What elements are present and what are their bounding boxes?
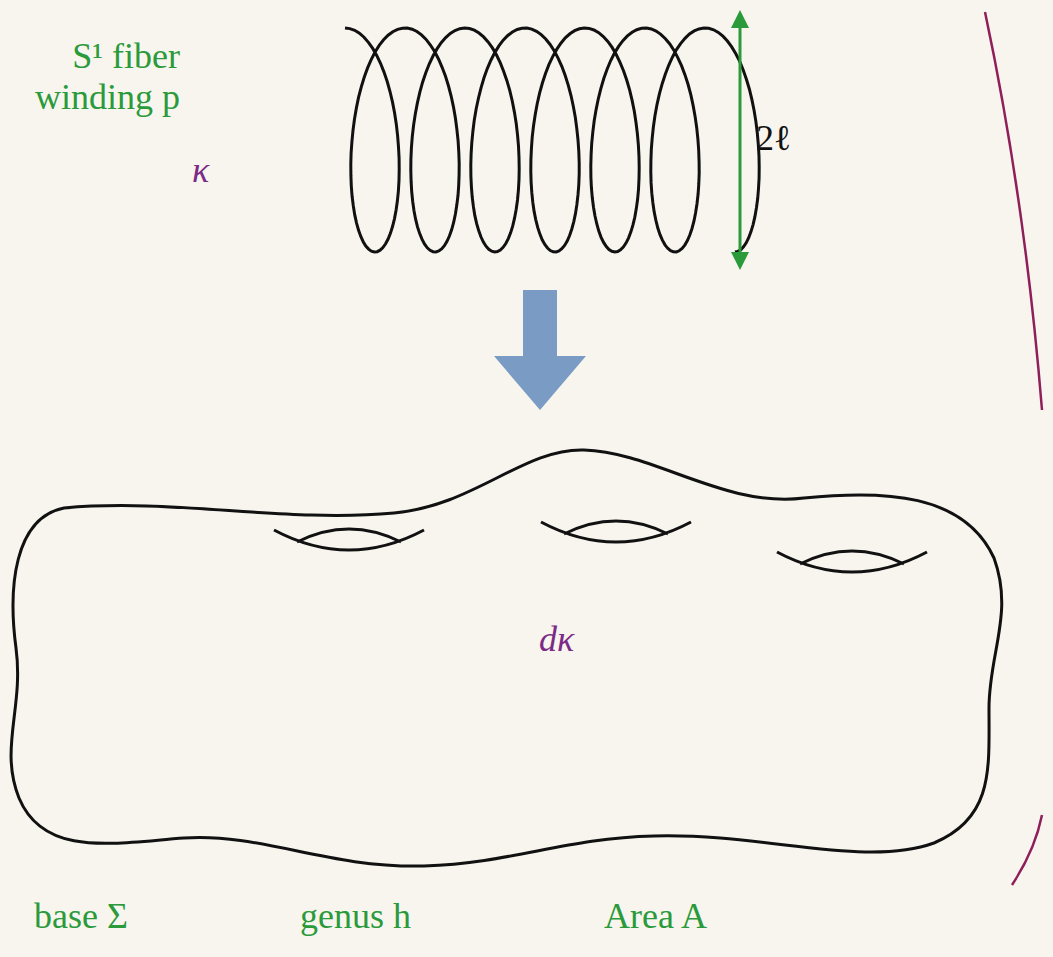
height-label: 2ℓ [756,118,791,159]
projection-arrow [494,290,586,410]
fiber-label: S¹ fiber winding p [8,36,180,119]
form-label: dκ [539,618,574,660]
base-label: base Σ [34,896,128,937]
fiber-helix [345,28,759,252]
area-label: Area A [604,896,707,937]
height-arrow [731,10,749,270]
genus-label: genus h [300,896,411,937]
form-label: κ [192,150,209,191]
surface-outline [4,438,1012,874]
surface-region: dκ [4,438,1012,874]
bracket-curve [985,12,1042,885]
